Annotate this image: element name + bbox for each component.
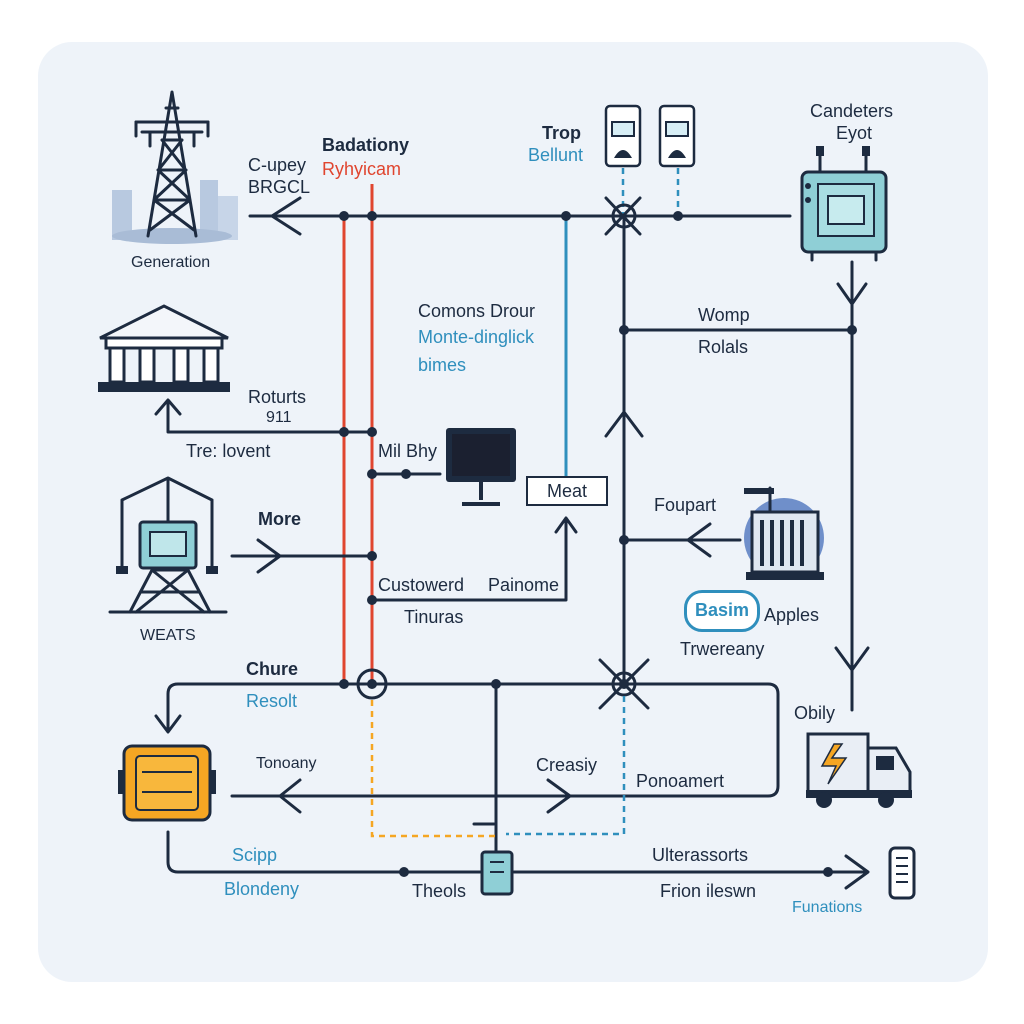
label-911: 911 — [266, 409, 292, 426]
label-funations: Funations — [792, 899, 863, 916]
label-weats: WEATS — [140, 627, 196, 644]
label-tonoany: Tonoany — [256, 755, 317, 772]
label-trwereany: Trwereany — [680, 639, 765, 659]
label-foupart: Foupart — [654, 495, 717, 515]
label-candeters: Candeters — [810, 101, 894, 121]
label-bellunt: Bellunt — [528, 145, 584, 165]
label-tinuras: Tinuras — [404, 607, 464, 627]
label-badationy: Badationy — [322, 135, 410, 155]
label-c-upey: C-upey — [248, 155, 307, 175]
transmission-tower-icon — [112, 90, 238, 244]
label-theols: Theols — [412, 881, 467, 901]
label-custowerd: Custowerd — [378, 575, 465, 595]
label-generation: Generation — [131, 254, 211, 271]
label-brgcl: BRGCL — [248, 177, 311, 197]
battery-icon — [118, 744, 216, 822]
control-panel-icon — [800, 146, 888, 262]
label-creasiy: Creasiy — [536, 755, 598, 775]
meter-icon — [604, 104, 696, 168]
label-more: More — [258, 509, 302, 529]
label-ponoamert: Ponoamert — [636, 771, 725, 791]
label-meat: Meat — [526, 476, 608, 506]
truck-icon — [806, 732, 912, 808]
label-frion-ileswn: Frion ileswn — [660, 881, 757, 901]
label-rolals: Rolals — [698, 337, 749, 357]
junction-dots — [339, 211, 857, 877]
label-scipp: Scipp — [232, 845, 278, 865]
building-icon — [98, 304, 230, 392]
substation-icon — [108, 476, 228, 614]
label-resolt: Resolt — [246, 691, 298, 711]
label-monte-dinglick: Monte-dinglick — [418, 327, 535, 347]
monitor-icon — [446, 428, 516, 506]
label-ulterassorts: Ulterassorts — [652, 845, 749, 865]
label-tre-lovent: Tre: lovent — [186, 441, 271, 461]
label-apples: Apples — [764, 605, 820, 625]
label-chure: Chure — [246, 659, 299, 679]
server-icon — [744, 486, 824, 580]
device-icon — [480, 850, 514, 896]
sensor-icon — [888, 846, 916, 900]
label-trop: Trop — [542, 123, 581, 143]
label-roturts: Roturts — [248, 387, 307, 407]
label-comons-drour: Comons Drour — [418, 301, 536, 321]
label-obily: Obily — [794, 703, 836, 723]
label-eyot: Eyot — [836, 123, 873, 143]
label-mil-bhy: Mil Bhy — [378, 441, 438, 461]
label-bimes: bimes — [418, 355, 467, 375]
label-blondeny: Blondeny — [224, 879, 300, 899]
label-basim: Basim — [684, 590, 760, 632]
label-painome: Painome — [488, 575, 560, 595]
label-womp: Womp — [698, 305, 750, 325]
label-ryhyicam: Ryhyicam — [322, 159, 402, 179]
